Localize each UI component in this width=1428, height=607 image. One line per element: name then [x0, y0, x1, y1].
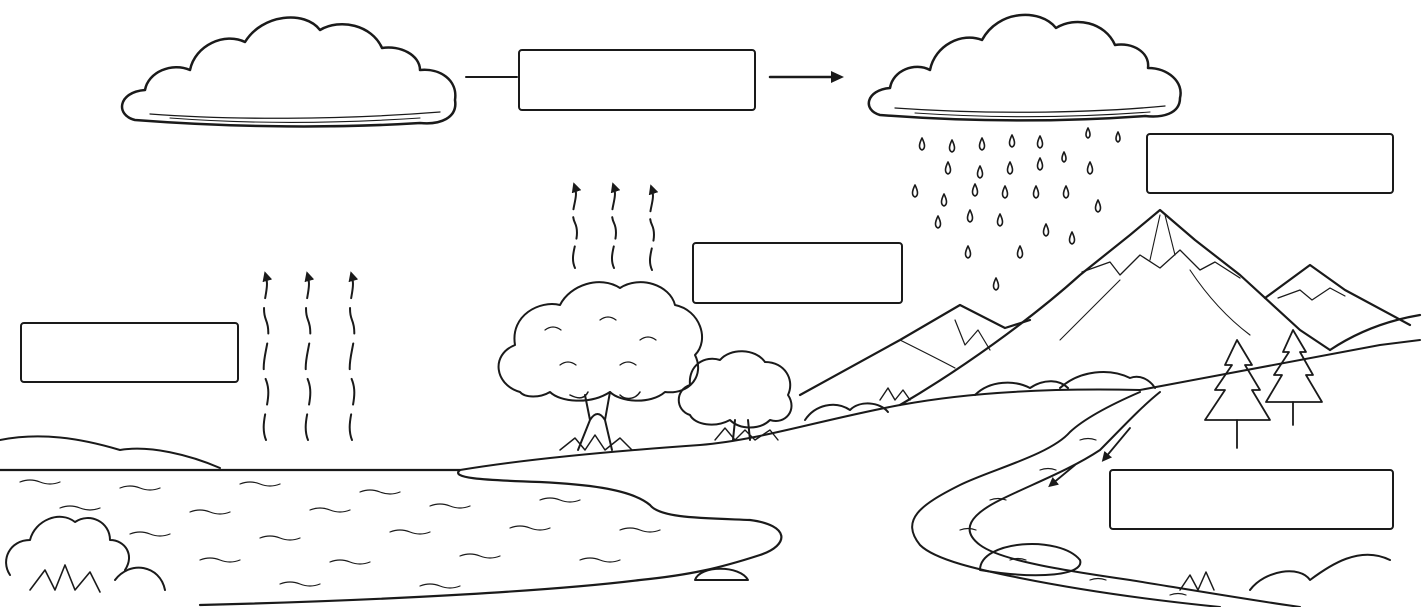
mountains	[798, 208, 1422, 407]
label-box-evaporation[interactable]	[20, 322, 239, 383]
label-box-transpiration[interactable]	[692, 242, 903, 304]
label-box-condensation[interactable]	[518, 49, 756, 111]
large-tree	[497, 281, 704, 451]
left-cloud	[120, 16, 457, 128]
label-box-precipitation[interactable]	[1146, 133, 1394, 194]
label-box-runoff[interactable]	[1109, 469, 1394, 530]
river	[911, 391, 1301, 607]
small-tree	[677, 350, 793, 441]
ground	[0, 339, 1421, 471]
transpiration-arrows	[571, 182, 659, 271]
river-flow-arrow-1	[1101, 427, 1131, 462]
evaporation-arrows	[262, 271, 359, 441]
bushes-and-rocks	[5, 387, 1391, 593]
pine-trees	[1204, 329, 1323, 449]
lake	[0, 468, 783, 607]
river-flow-arrow-2	[1048, 464, 1076, 488]
right-cloud	[867, 13, 1182, 122]
rain-drops	[911, 127, 1121, 291]
